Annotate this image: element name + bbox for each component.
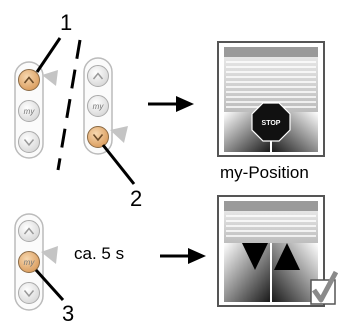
callout-2: 2 xyxy=(101,144,142,211)
arrow-right-icon xyxy=(148,96,194,112)
shutter-stopped: STOP xyxy=(217,41,325,157)
up-button[interactable] xyxy=(18,69,40,91)
remote-up-pressed: my xyxy=(14,61,58,159)
callout-number-1: 1 xyxy=(60,10,72,35)
callout-number-2: 2 xyxy=(130,186,142,211)
press-pointer-icon xyxy=(41,246,58,264)
down-button[interactable] xyxy=(18,131,40,153)
triangle-down-icon xyxy=(242,243,268,270)
separator-dashed-line xyxy=(56,39,82,171)
my-position-label: my-Position xyxy=(220,163,309,182)
my-button[interactable]: my xyxy=(87,95,109,117)
my-button[interactable]: my xyxy=(18,100,40,122)
chevron-up-icon xyxy=(23,227,35,235)
callout-number-3: 3 xyxy=(62,301,74,325)
down-button[interactable] xyxy=(87,126,109,148)
duration-label: ca. 5 s xyxy=(74,244,124,263)
my-button-label: my xyxy=(93,102,105,111)
callout-1: 1 xyxy=(35,10,72,73)
arrow-right-icon xyxy=(160,248,206,264)
my-button[interactable]: my xyxy=(18,251,40,273)
chevron-down-icon xyxy=(23,290,35,298)
press-pointer-icon xyxy=(110,126,128,143)
remote-down-pressed: my xyxy=(83,57,128,155)
my-button-label: my xyxy=(24,258,36,267)
chevron-up-icon xyxy=(92,72,104,80)
down-button[interactable] xyxy=(18,282,40,304)
chevron-down-icon xyxy=(23,139,35,147)
checkmark-icon xyxy=(310,270,338,305)
stop-sign-icon: STOP xyxy=(251,102,291,142)
remote-my-pressed: my xyxy=(14,213,58,311)
press-pointer-icon xyxy=(42,70,58,86)
triangle-up-icon xyxy=(274,243,300,270)
up-button[interactable] xyxy=(18,220,40,242)
stop-sign-label: STOP xyxy=(262,120,281,127)
chevron-up-icon xyxy=(23,76,35,84)
callout-3: 3 xyxy=(34,268,74,325)
up-button[interactable] xyxy=(87,65,109,87)
chevron-down-icon xyxy=(92,133,104,142)
my-button-label: my xyxy=(24,107,36,116)
shutter-jog xyxy=(217,195,325,307)
